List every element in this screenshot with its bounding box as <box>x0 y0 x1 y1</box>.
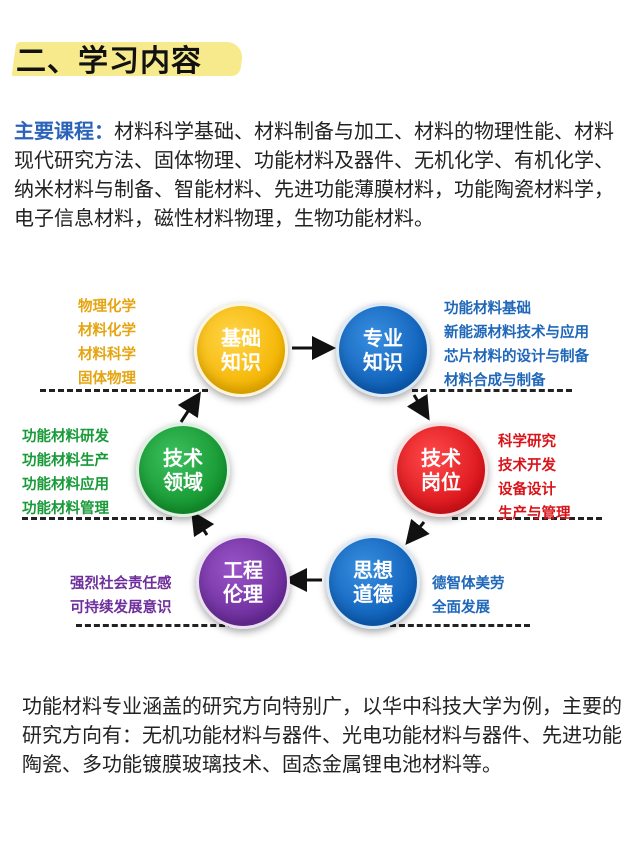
list-item: 新能源材料技术与应用 <box>444 325 589 341</box>
learning-cycle-diagram: 基础 知识 专业 知识 技术 岗位 思想 道德 工程 伦理 技术 领域 物理化学… <box>0 285 640 655</box>
section-heading: 二、学习内容 <box>11 30 245 86</box>
page-title: 二、学习内容 <box>16 44 202 79</box>
list-item: 强烈社会责任感 <box>70 576 172 592</box>
list-item: 物理化学 <box>78 299 136 315</box>
node-technical-position: 技术 岗位 <box>394 423 488 517</box>
node-engineering-ethics: 工程 伦理 <box>196 535 290 629</box>
dash-line-engineering <box>76 624 252 627</box>
node-technical-field: 技术 领域 <box>136 423 230 517</box>
node-ethics-line1: 思想 <box>353 558 393 582</box>
list-item: 功能材料基础 <box>444 301 531 317</box>
node-foundation-knowledge: 基础 知识 <box>194 303 288 397</box>
list-item: 设备设计 <box>498 482 556 498</box>
list-item: 技术开发 <box>498 458 556 474</box>
arrow-professional-to-position <box>406 393 430 421</box>
courses-label: 主要课程： <box>14 119 114 143</box>
node-position-line1: 技术 <box>421 446 461 470</box>
node-field-line2: 领域 <box>163 470 203 494</box>
list-position: 科学研究 技术开发 设备设计 生产与管理 <box>498 430 571 526</box>
dash-line-position <box>452 517 602 520</box>
node-engineering-line2: 伦理 <box>223 582 263 606</box>
list-item: 功能材料管理 <box>22 501 109 517</box>
dash-line-foundation <box>40 389 208 392</box>
list-item: 可持续发展意识 <box>70 600 172 616</box>
arrow-field-to-foundation <box>177 391 201 423</box>
dash-line-professional <box>412 389 572 392</box>
node-foundation-line2: 知识 <box>221 350 261 374</box>
list-item: 全面发展 <box>432 600 490 616</box>
list-item: 材料化学 <box>78 323 136 339</box>
node-professional-line1: 专业 <box>363 326 403 350</box>
dash-line-field <box>22 517 172 520</box>
list-item: 固体物理 <box>78 371 136 387</box>
arrow-position-to-ethics <box>405 518 430 545</box>
list-ethics: 德智体美劳 全面发展 <box>432 572 505 620</box>
list-foundation: 物理化学 材料化学 材料科学 固体物理 <box>78 295 136 391</box>
list-item: 芯片材料的设计与制备 <box>444 349 589 365</box>
node-professional-knowledge: 专业 知识 <box>336 303 430 397</box>
list-item: 材料合成与制备 <box>444 373 546 389</box>
list-item: 科学研究 <box>498 434 556 450</box>
list-item: 材料科学 <box>78 347 136 363</box>
node-position-line2: 岗位 <box>421 470 461 494</box>
main-courses-paragraph: 主要课程：材料科学基础、材料制备与加工、材料的物理性能、材料现代研究方法、固体物… <box>14 117 614 233</box>
list-item: 功能材料研发 <box>22 429 109 445</box>
node-ethics-line2: 道德 <box>353 582 393 606</box>
node-professional-line2: 知识 <box>363 350 403 374</box>
node-field-line1: 技术 <box>163 446 203 470</box>
summary-paragraph: 功能材料专业涵盖的研究方向特别广，以华中科技大学为例，主要的研究方向有：无机功能… <box>22 694 622 776</box>
node-engineering-line1: 工程 <box>223 558 263 582</box>
list-professional: 功能材料基础 新能源材料技术与应用 芯片材料的设计与制备 材料合成与制备 <box>444 297 589 393</box>
list-item: 德智体美劳 <box>432 576 505 592</box>
list-engineering: 强烈社会责任感 可持续发展意识 <box>70 572 172 620</box>
list-item: 功能材料生产 <box>22 453 109 469</box>
arrow-engineering-to-field <box>191 510 215 538</box>
cycle-arrows <box>177 336 430 592</box>
courses-text: 材料科学基础、材料制备与加工、材料的物理性能、材料现代研究方法、固体物理、功能材… <box>14 119 614 230</box>
node-foundation-line1: 基础 <box>221 326 261 350</box>
dash-line-ethics <box>390 624 530 627</box>
list-field: 功能材料研发 功能材料生产 功能材料应用 功能材料管理 <box>22 425 109 521</box>
list-item: 生产与管理 <box>498 506 571 522</box>
node-ideology-morality: 思想 道德 <box>326 535 420 629</box>
list-item: 功能材料应用 <box>22 477 109 493</box>
